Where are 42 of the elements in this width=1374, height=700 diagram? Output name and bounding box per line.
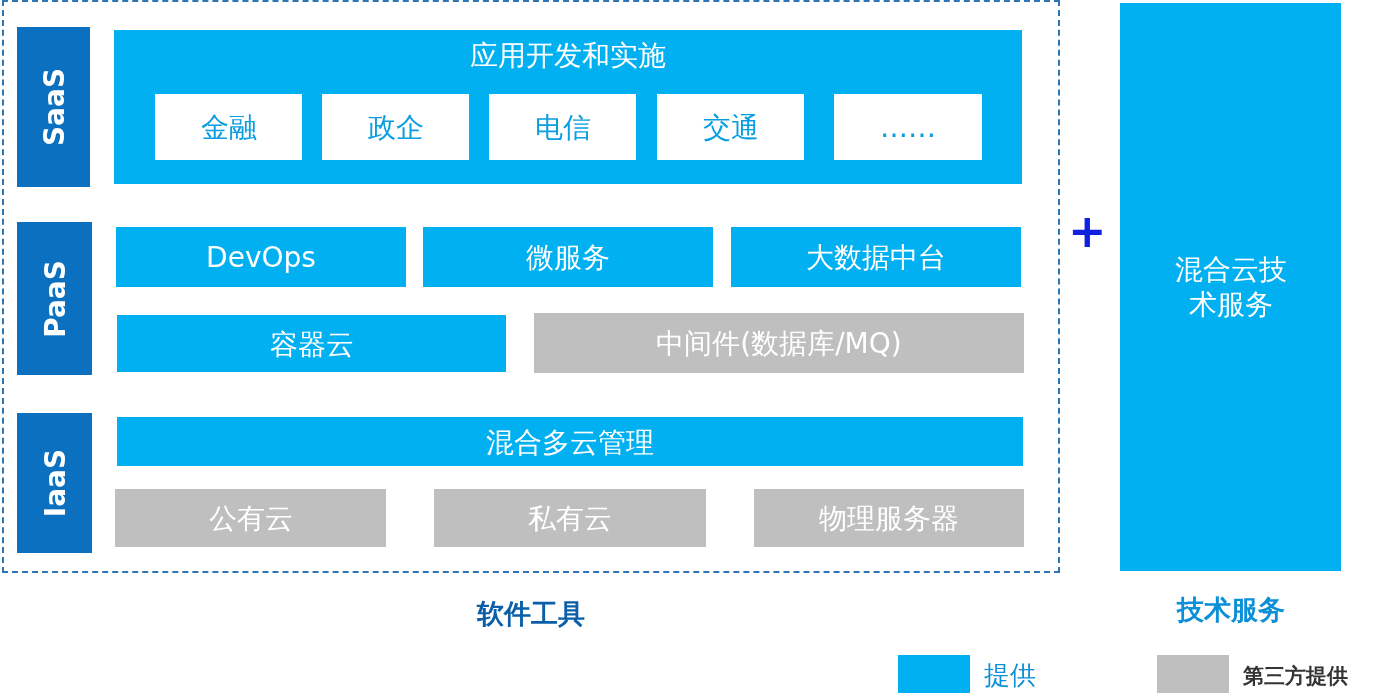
box-label: 物理服务器 [818, 500, 960, 536]
layer-label: PaaS [37, 259, 72, 338]
component-box [423, 227, 713, 287]
industry-box [155, 94, 302, 160]
industry-box [657, 94, 804, 160]
box-label: 混合云技术服务 [1173, 252, 1288, 322]
heading: 软件工具 [475, 597, 586, 631]
industry-box [489, 94, 636, 160]
industry-box [834, 94, 982, 160]
box-label: 大数据中台 [805, 239, 947, 275]
box-label: 政企 [366, 109, 425, 145]
box-label: 公有云 [207, 500, 294, 536]
layer-label: SaaS [36, 67, 71, 147]
plus-sign: + [1068, 208, 1107, 254]
component-box [754, 489, 1024, 547]
box-label: 金融 [199, 109, 258, 145]
box-label: 微服务 [525, 239, 611, 275]
box-label: 交通 [701, 109, 760, 145]
layer-panel [114, 30, 1022, 184]
layer-band [17, 27, 90, 187]
box-label: 混合多云管理 [485, 424, 655, 459]
legend-label: 提供 [984, 659, 1036, 692]
component-box [117, 417, 1023, 466]
box-label: …… [879, 109, 937, 145]
box-label: 电信 [533, 109, 592, 145]
component-box [116, 227, 406, 287]
box-label: DevOps [205, 239, 317, 275]
layer-band [17, 413, 92, 553]
legend-label: 第三方提供 [1243, 663, 1348, 690]
industry-box [322, 94, 469, 160]
component-box [115, 489, 386, 547]
component-box [434, 489, 706, 547]
layer-band [17, 222, 92, 375]
box-label: 应用开发和实施 [469, 38, 667, 73]
layer-label: IaaS [37, 448, 72, 518]
box-label: 私有云 [527, 500, 613, 536]
box-label: 中间件(数据库/MQ) [655, 325, 903, 361]
component-box [731, 227, 1021, 287]
heading: 技术服务 [1175, 593, 1286, 627]
box-label: 容器云 [268, 326, 355, 361]
component-box [534, 313, 1024, 373]
component-box [117, 315, 506, 372]
